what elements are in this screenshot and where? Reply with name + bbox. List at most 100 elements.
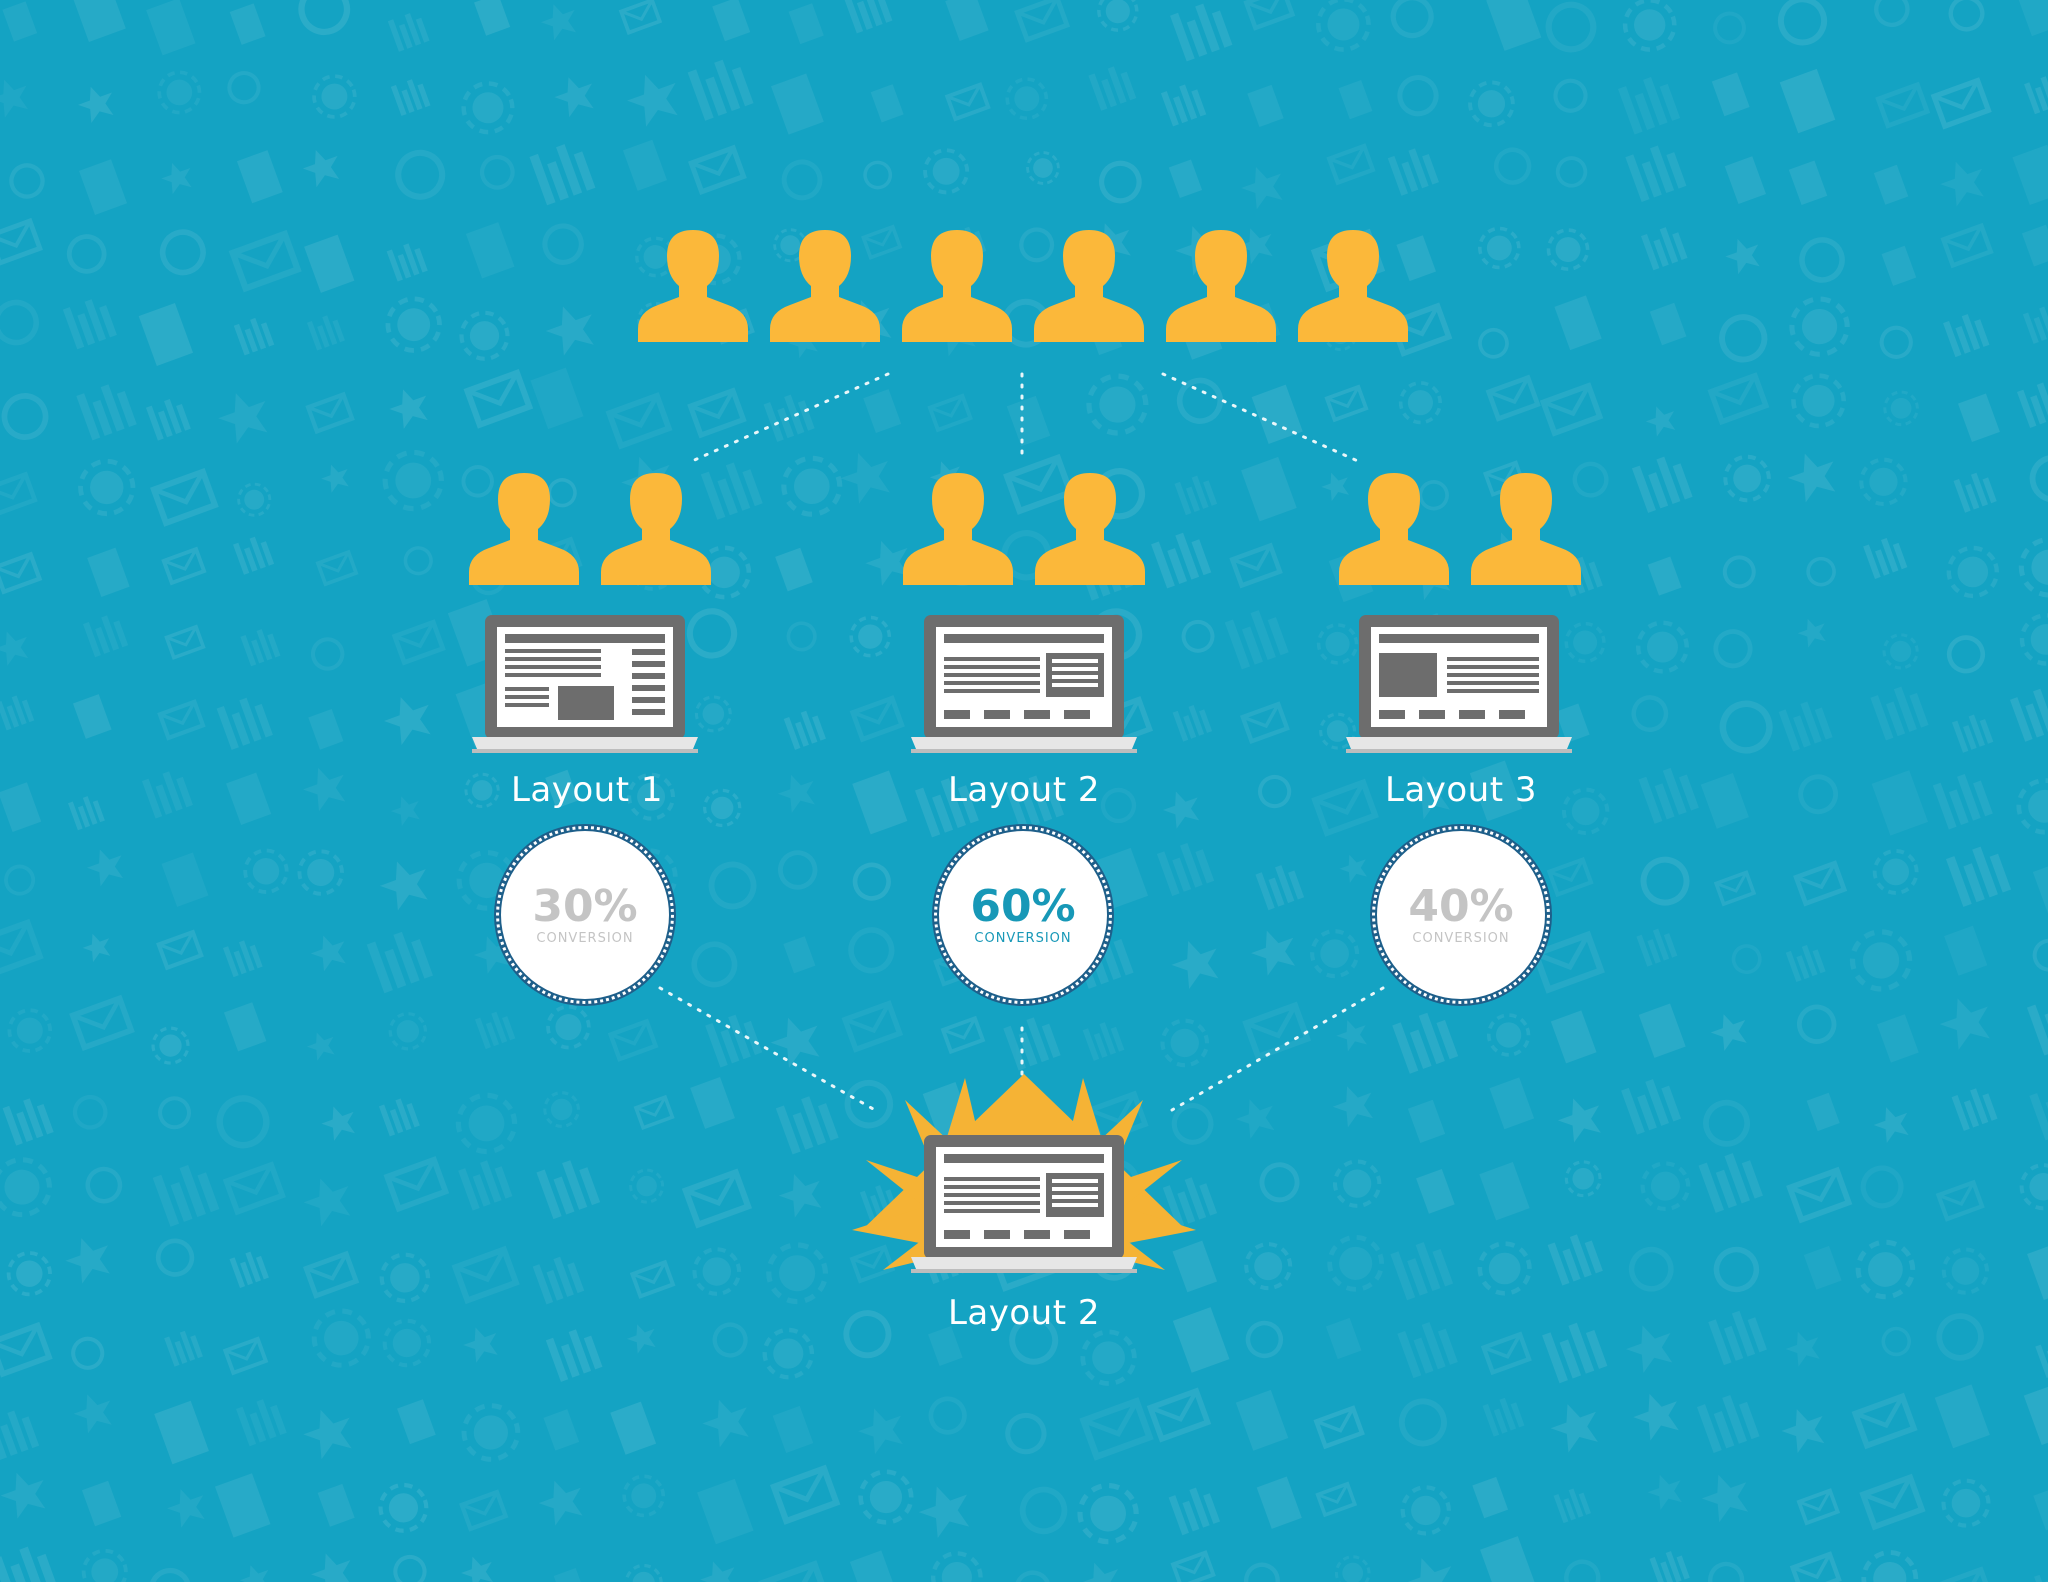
background-pattern-icon — [222, 1336, 269, 1376]
background-pattern-icon — [233, 536, 275, 575]
background-pattern-icon — [1948, 0, 1985, 32]
background-pattern-icon — [863, 160, 893, 190]
background-pattern-icon — [222, 940, 263, 978]
background-pattern-icon — [605, 392, 673, 450]
background-pattern-icon — [547, 478, 577, 508]
background-pattern-icon — [2032, 859, 2048, 919]
user-icon — [601, 473, 711, 585]
background-pattern-icon — [1332, 1086, 1373, 1128]
user-icon — [903, 473, 1013, 585]
background-pattern-icon — [1645, 406, 1676, 437]
background-pattern-icon — [840, 453, 890, 504]
background-pattern-icon — [1243, 0, 1296, 31]
background-pattern-icon — [928, 1396, 967, 1435]
background-pattern-icon — [1647, 1474, 1682, 1511]
background-pattern-icon — [1239, 701, 1290, 745]
conversion-percent: 60% — [970, 880, 1076, 932]
background-pattern-icon — [1636, 928, 1678, 967]
background-pattern-icon — [1418, 480, 1449, 511]
background-pattern-icon — [852, 770, 908, 835]
background-pattern-icon — [1151, 532, 1212, 589]
background-pattern-icon — [1851, 1392, 1918, 1450]
background-pattern-icon — [1698, 1153, 1763, 1213]
background-pattern-icon — [148, 1567, 192, 1582]
background-pattern-icon — [1077, 1482, 1139, 1545]
background-pattern-icon — [2032, 938, 2048, 972]
background-pattern-icon — [305, 391, 355, 435]
background-pattern-icon — [1316, 0, 1371, 52]
background-pattern-icon — [2024, 76, 2048, 115]
background-pattern-icon — [303, 1178, 351, 1227]
background-pattern-icon — [1621, 1079, 1682, 1135]
background-pattern-icon — [1176, 377, 1224, 424]
background-pattern-icon — [781, 159, 823, 201]
background-pattern-icon — [1397, 1322, 1458, 1379]
background-pattern-icon — [1, 393, 49, 440]
background-pattern-icon — [76, 384, 137, 441]
conversion-badge-layout-2: 60% CONVERSION — [934, 826, 1112, 1004]
background-pattern-icon — [1542, 1322, 1608, 1384]
layout-label-1: Layout 1 — [510, 770, 664, 810]
background-pattern-icon — [1789, 296, 1850, 357]
background-pattern-icon — [225, 772, 272, 825]
background-pattern-icon — [451, 1245, 520, 1305]
background-pattern-icon — [2018, 537, 2048, 598]
background-pattern-icon — [1633, 1393, 1679, 1441]
background-pattern-icon — [0, 551, 43, 595]
background-pattern-icon — [1472, 1476, 1509, 1519]
background-pattern-icon — [848, 927, 895, 974]
background-pattern-icon — [1711, 72, 1750, 117]
background-pattern-icon — [1235, 1099, 1275, 1140]
background-pattern-icon — [843, 1310, 892, 1359]
background-pattern-icon — [463, 369, 534, 429]
background-pattern-icon — [1146, 1387, 1212, 1443]
background-pattern-icon — [1703, 1099, 1750, 1147]
background-pattern-icon — [461, 465, 494, 498]
background-pattern-icon — [858, 1408, 903, 1455]
user-icon — [1166, 230, 1276, 342]
background-pattern-icon — [1863, 537, 1908, 579]
user-icon — [469, 473, 579, 585]
background-pattern-icon — [1478, 327, 1509, 359]
background-pattern-icon — [2015, 0, 2048, 37]
background-pattern-icon — [1785, 945, 1826, 982]
background-pattern-icon — [1883, 390, 1919, 427]
background-pattern-icon — [227, 70, 261, 105]
background-pattern-icon — [1797, 618, 1826, 648]
background-pattern-icon — [769, 1464, 841, 1525]
background-pattern-icon — [1799, 237, 1845, 283]
background-pattern-icon — [1251, 930, 1296, 976]
background-pattern-icon — [387, 13, 430, 52]
background-pattern-icon — [1390, 0, 1434, 39]
background-pattern-icon — [1174, 475, 1218, 516]
background-pattern-icon — [459, 310, 510, 361]
background-pattern-icon — [1539, 382, 1604, 437]
background-pattern-icon — [618, 0, 663, 35]
background-pattern-icon — [1400, 1485, 1451, 1536]
background-pattern-icon — [1618, 77, 1681, 135]
background-pattern-icon — [1932, 773, 1993, 830]
background-pattern-icon — [861, 224, 903, 260]
background-pattern-icon — [239, 1565, 270, 1582]
user-icon — [902, 230, 1012, 342]
background-pattern-icon — [1229, 542, 1283, 589]
background-pattern-icon — [465, 222, 515, 279]
background-pattern-icon — [1172, 705, 1213, 742]
background-pattern-icon — [543, 1409, 580, 1451]
background-pattern-icon — [545, 769, 579, 809]
background-pattern-icon — [403, 546, 433, 576]
background-pattern-icon — [1554, 295, 1602, 351]
background-pattern-icon — [1080, 1562, 1120, 1582]
background-pattern-icon — [458, 1160, 513, 1211]
background-pattern-icon — [1953, 472, 1997, 513]
background-pattern-icon — [154, 1400, 209, 1465]
background-pattern-icon — [304, 234, 355, 293]
background-pattern-icon — [708, 861, 757, 910]
background-pattern-icon — [1945, 846, 2012, 907]
background-pattern-icon — [1572, 461, 1609, 498]
background-pattern-icon — [1156, 842, 1215, 897]
background-pattern-icon — [0, 918, 44, 979]
background-pattern-icon — [385, 296, 442, 353]
background-pattern-icon — [1162, 1177, 1218, 1228]
background-pattern-icon — [843, 0, 893, 34]
